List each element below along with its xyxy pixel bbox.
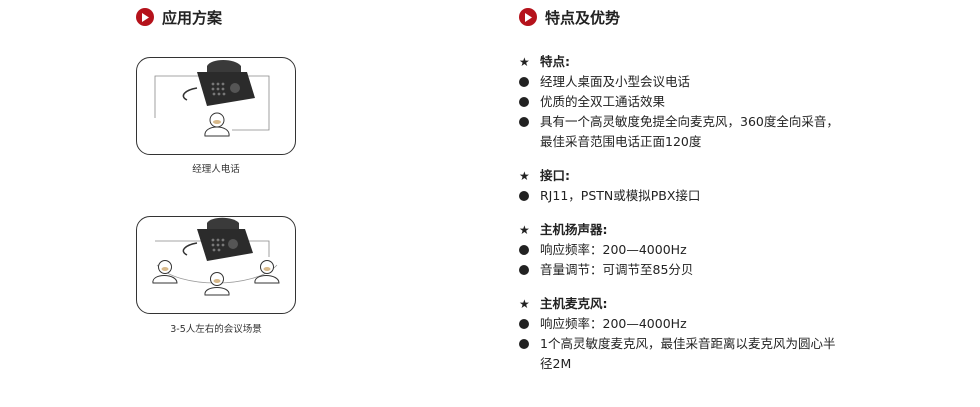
filled-dot-icon (519, 191, 529, 201)
filled-dot-icon (519, 319, 529, 329)
filled-dot-icon (519, 117, 529, 127)
filled-dot-icon (519, 97, 529, 107)
play-circle-icon (136, 8, 154, 26)
section-title-text: 应用方案 (162, 8, 223, 27)
feature-heading: 主机麦克风: (540, 296, 608, 311)
feature-item: 响应频率：200—4000Hz (540, 242, 687, 257)
feature-group: ★ 主机扬声器: 响应频率：200—4000Hz 音量调节：可调节至85分贝 (519, 220, 959, 280)
star-icon: ★ (519, 55, 530, 69)
feature-group: ★ 主机麦克风: 响应频率：200—4000Hz 1个高灵敏度麦克风，最佳采音距… (519, 294, 959, 374)
filled-dot-icon (519, 245, 529, 255)
filled-dot-icon (519, 77, 529, 87)
feature-item: RJ11，PSTN或模拟PBX接口 (540, 188, 701, 203)
feature-item: 响应频率：200—4000Hz (540, 316, 687, 331)
scene-image-manager-phone (136, 57, 296, 155)
feature-item: 1个高灵敏度麦克风，最佳采音距离以麦克风为圆心半径2M (540, 336, 836, 371)
feature-group: ★ 接口: RJ11，PSTN或模拟PBX接口 (519, 166, 959, 206)
filled-dot-icon (519, 339, 529, 349)
feature-item: 具有一个高灵敏度免提全向麦克风，360度全向采音，最佳采音范围电话正面120度 (540, 114, 839, 149)
play-circle-icon (519, 8, 537, 26)
feature-group: ★ 特点: 经理人桌面及小型会议电话 优质的全双工通话效果 具有一个高灵敏度免提… (519, 52, 959, 152)
scene-image-conference (136, 216, 296, 314)
feature-heading: 主机扬声器: (540, 222, 608, 237)
feature-item: 音量调节：可调节至85分贝 (540, 262, 694, 277)
feature-heading: 特点: (540, 54, 570, 69)
scene-caption: 3-5人左右的会议场景 (170, 324, 262, 335)
scene-caption: 经理人电话 (192, 164, 240, 175)
star-icon: ★ (519, 297, 530, 311)
star-icon: ★ (519, 169, 530, 183)
filled-dot-icon (519, 265, 529, 275)
section-title-features: 特点及优势 (519, 5, 620, 29)
feature-item: 优质的全双工通话效果 (540, 94, 666, 109)
feature-item: 经理人桌面及小型会议电话 (540, 74, 691, 89)
star-icon: ★ (519, 223, 530, 237)
feature-heading: 接口: (540, 168, 570, 183)
features-list: ★ 特点: 经理人桌面及小型会议电话 优质的全双工通话效果 具有一个高灵敏度免提… (519, 52, 959, 388)
section-title-application: 应用方案 (136, 5, 222, 29)
section-title-text: 特点及优势 (545, 8, 621, 27)
